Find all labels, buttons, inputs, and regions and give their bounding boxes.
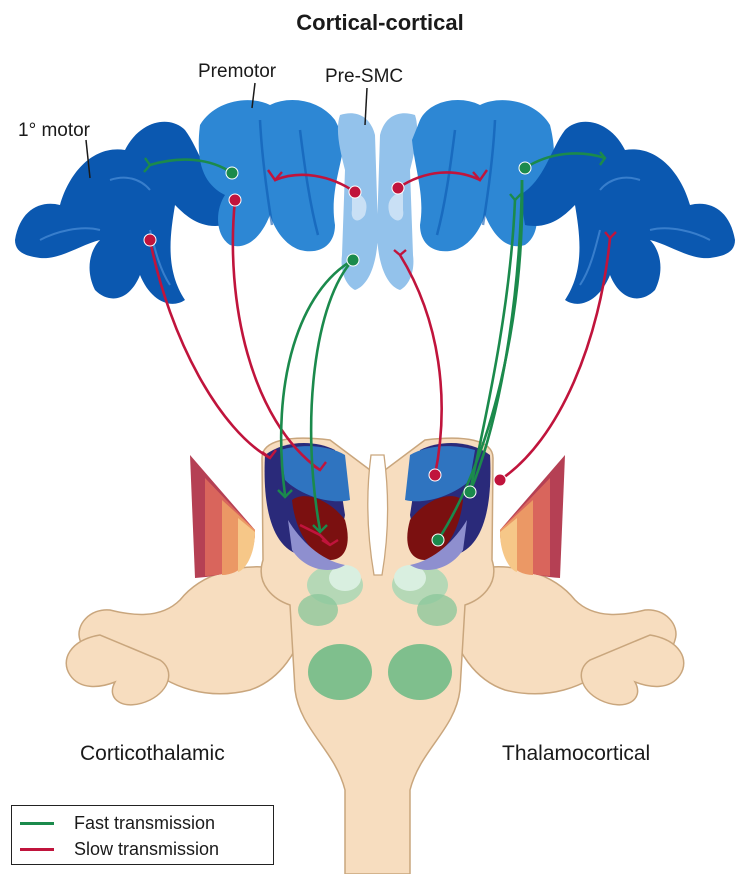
cortex xyxy=(15,100,735,304)
slow-cell-thalamus-2 xyxy=(494,474,506,486)
label-corticothalamic: Corticothalamic xyxy=(80,742,225,765)
fast-cell-thalamus-1 xyxy=(464,486,476,498)
left-wedge xyxy=(190,455,255,578)
left-primary-motor-cortex xyxy=(15,122,230,304)
legend-label-slow: Slow transmission xyxy=(74,839,219,860)
nucleus-left-mid xyxy=(298,594,338,626)
nucleus-right-mid xyxy=(417,594,457,626)
label-premotor: Premotor xyxy=(198,61,277,82)
legend-label-fast: Fast transmission xyxy=(74,813,215,834)
label-primary-motor: 1° motor xyxy=(18,120,91,141)
fast-cell-presmc xyxy=(347,254,359,266)
legend-item-fast: Fast transmission xyxy=(20,811,215,835)
legend: Fast transmission Slow transmission xyxy=(11,805,274,865)
label-pre-smc: Pre-SMC xyxy=(325,66,403,87)
slow-cell-left-presmc xyxy=(349,186,361,198)
legend-item-slow: Slow transmission xyxy=(20,837,219,861)
nucleus-left-lower xyxy=(308,644,372,700)
slow-cell-right-presmc xyxy=(392,182,404,194)
slow-cell-left-motor xyxy=(144,234,156,246)
fast-cell-left xyxy=(226,167,238,179)
midline-cleft xyxy=(368,455,388,575)
nucleus-right-lower xyxy=(388,644,452,700)
diagram-title: Cortical-cortical xyxy=(296,10,464,35)
slow-cell-left-premotor xyxy=(229,194,241,206)
fast-cell-right xyxy=(519,162,531,174)
slow-cell-thalamus-1 xyxy=(429,469,441,481)
legend-swatch-fast xyxy=(20,822,54,825)
label-thalamocortical: Thalamocortical xyxy=(502,742,650,765)
fast-cell-thalamus-2 xyxy=(432,534,444,546)
legend-swatch-slow xyxy=(20,848,54,851)
leader-pre-smc xyxy=(365,88,367,125)
